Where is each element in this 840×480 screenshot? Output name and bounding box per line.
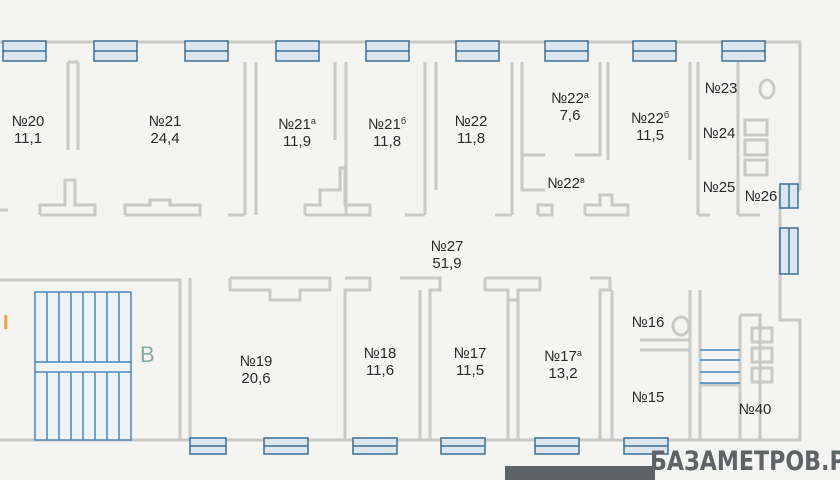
room-18-number: №18 — [363, 345, 397, 362]
room-17[interactable]: №17 11,5 — [445, 345, 495, 379]
room-18[interactable]: №18 11,6 — [355, 345, 405, 379]
room-40-number: №40 — [738, 401, 772, 418]
room-22b-area: 11,5 — [635, 127, 665, 144]
entrance-marker: I — [3, 312, 9, 334]
walls — [0, 40, 802, 442]
room-22-area: 11,8 — [456, 130, 486, 147]
room-21-number: №21 — [148, 113, 182, 130]
room-17a-area: 13,2 — [548, 365, 578, 382]
room-23-number: №23 — [704, 80, 738, 97]
room-17a[interactable]: №17а 13,2 — [536, 345, 590, 382]
windows — [2, 40, 799, 455]
room-22b-suffix: б — [663, 110, 669, 120]
room-40[interactable]: №40 — [731, 401, 779, 418]
room-21a-number: №21 — [278, 116, 311, 133]
room-24[interactable]: №24 — [696, 125, 742, 142]
room-22b-number: №22 — [631, 110, 664, 127]
watermark-bar — [505, 466, 655, 480]
room-19-number: №19 — [239, 353, 273, 370]
room-22-number: №22 — [454, 113, 488, 130]
room-21a-area: 11,9 — [282, 133, 312, 150]
room-20-number: №20 — [11, 113, 45, 130]
room-26[interactable]: №26 — [738, 188, 784, 205]
room-25[interactable]: №25 — [696, 179, 742, 196]
room-20-area: 11,1 — [13, 130, 43, 147]
room-22a[interactable]: №22а 7,6 — [545, 87, 595, 124]
room-21a-suffix: а — [310, 116, 316, 126]
room-21b[interactable]: №21б 11,8 — [362, 113, 412, 150]
staircase — [34, 291, 740, 441]
room-22[interactable]: №22 11,8 — [446, 113, 496, 147]
room-16[interactable]: №16 — [624, 314, 672, 331]
room-27[interactable]: №27 51,9 — [422, 238, 472, 272]
room-17a-suffix: а — [576, 348, 582, 358]
watermark-text: БАЗАМЕТРОВ.РУ — [650, 446, 840, 477]
room-22a-number: №22 — [551, 90, 584, 107]
room-22a-suffix: а — [583, 90, 589, 100]
staircase-letter: В — [140, 342, 155, 367]
room-21-area: 24,4 — [150, 130, 180, 147]
room-15-number: №15 — [631, 389, 665, 406]
room-17a-number: №17 — [544, 348, 577, 365]
room-22b[interactable]: №22б 11,5 — [625, 107, 675, 144]
room-20[interactable]: №20 11,1 — [5, 113, 51, 147]
room-19[interactable]: №19 20,6 — [231, 353, 281, 387]
room-18-area: 11,6 — [365, 362, 395, 379]
room-22a-area: 7,6 — [559, 107, 581, 124]
room-16-number: №16 — [631, 314, 665, 331]
room-22v-suffix: в — [580, 175, 585, 185]
room-17-number: №17 — [453, 345, 487, 362]
room-17-area: 11,5 — [455, 362, 485, 379]
room-21[interactable]: №21 24,4 — [140, 113, 190, 147]
room-21b-area: 11,8 — [372, 133, 402, 150]
room-27-number: №27 — [430, 238, 464, 255]
room-23[interactable]: №23 — [698, 80, 744, 97]
room-21a[interactable]: №21а 11,9 — [272, 113, 322, 150]
room-19-area: 20,6 — [241, 370, 271, 387]
room-15[interactable]: №15 — [624, 389, 672, 406]
room-27-area: 51,9 — [432, 255, 462, 272]
room-24-number: №24 — [702, 125, 736, 142]
room-25-number: №25 — [702, 179, 736, 196]
room-21b-number: №21 — [368, 116, 401, 133]
room-26-number: №26 — [744, 188, 778, 205]
room-22v[interactable]: №22в — [541, 172, 591, 192]
room-21b-suffix: б — [400, 116, 406, 126]
room-22v-number: №22 — [547, 175, 580, 192]
